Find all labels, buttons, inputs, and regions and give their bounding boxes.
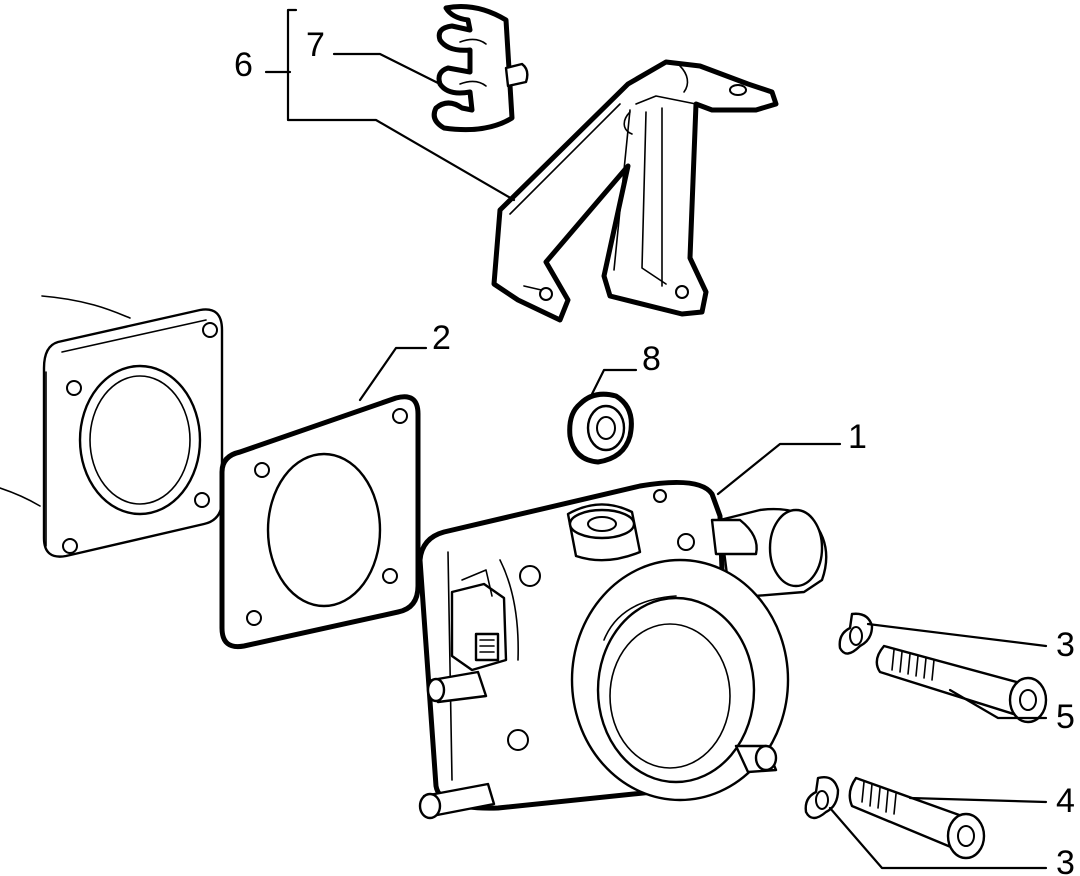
manifold-flange xyxy=(0,295,224,558)
label-6: 6 xyxy=(234,46,253,84)
bracket xyxy=(491,59,779,323)
seal-ring xyxy=(567,391,634,465)
label-7: 7 xyxy=(306,26,325,64)
label-8: 8 xyxy=(642,340,661,378)
label-4: 4 xyxy=(1056,782,1075,820)
gasket xyxy=(219,394,421,650)
washer-upper xyxy=(838,612,874,655)
screw-upper xyxy=(875,644,1048,724)
throttle-body xyxy=(417,479,828,820)
label-5: 5 xyxy=(1056,698,1075,736)
callout-labels: 1 2 3 5 4 3 6 7 8 xyxy=(234,26,1075,876)
label-1: 1 xyxy=(848,418,867,456)
label-3-lower: 3 xyxy=(1056,844,1075,876)
label-3-upper: 3 xyxy=(1056,626,1075,664)
cable-clip xyxy=(431,4,529,133)
label-2: 2 xyxy=(432,319,451,357)
screw-lower xyxy=(848,776,986,860)
leader-lines xyxy=(264,8,1048,870)
